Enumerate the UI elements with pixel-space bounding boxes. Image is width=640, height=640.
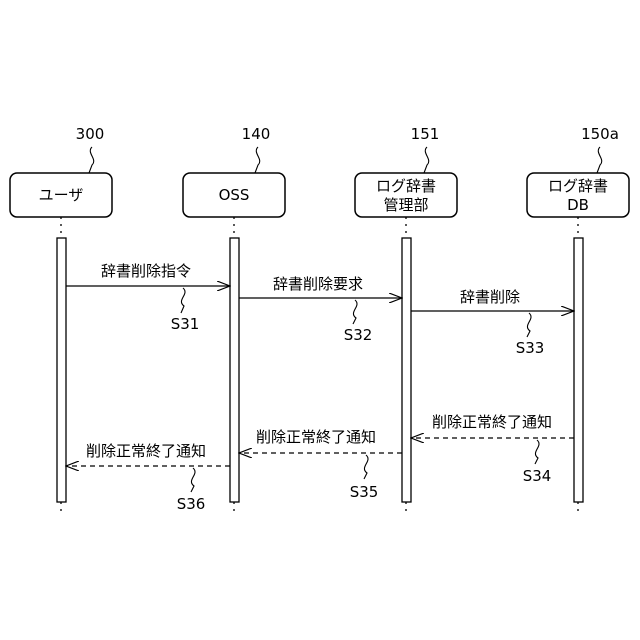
leader-line (255, 147, 260, 173)
step-label: S33 (516, 339, 545, 357)
activation-bar (574, 238, 583, 502)
message-label: 削除正常終了通知 (86, 442, 206, 460)
participant-ref: 140 (242, 125, 271, 143)
message-label: 削除正常終了通知 (432, 413, 552, 431)
message-label: 辞書削除指令 (101, 262, 191, 280)
message-label: 辞書削除要求 (273, 275, 363, 293)
leader-line (597, 147, 602, 173)
leader-line (424, 147, 429, 173)
message-label: 辞書削除 (460, 288, 520, 306)
participant-label-line2: DB (567, 196, 589, 214)
participant-label: OSS (219, 186, 250, 204)
activation-bar (230, 238, 239, 502)
activation-bar (402, 238, 411, 502)
step-leader (353, 300, 357, 324)
participant-label-line1: ログ辞書 (548, 177, 608, 195)
message-s32: 辞書削除要求 S32 (239, 275, 402, 344)
step-label: S34 (523, 467, 552, 485)
activation-bar (57, 238, 66, 502)
message-s36: 削除正常終了通知 S36 (66, 442, 230, 513)
step-leader (535, 440, 539, 464)
participant-ref: 151 (411, 125, 440, 143)
leader-line (89, 147, 94, 173)
step-label: S35 (350, 483, 379, 501)
participant-log-dictionary-db: 150a ログ辞書 DB (527, 125, 629, 516)
message-label: 削除正常終了通知 (256, 428, 376, 446)
participant-label: ユーザ (39, 186, 84, 204)
message-s34: 削除正常終了通知 S34 (411, 413, 574, 485)
participant-label-line1: ログ辞書 (376, 177, 436, 195)
step-leader (191, 468, 195, 492)
step-label: S32 (344, 326, 373, 344)
participant-ref: 150a (581, 125, 619, 143)
participant-label-line2: 管理部 (383, 196, 428, 214)
message-s33: 辞書削除 S33 (411, 288, 574, 357)
message-s35: 削除正常終了通知 S35 (239, 428, 402, 501)
step-leader (181, 288, 185, 313)
participant-log-dictionary-manager: 151 ログ辞書 管理部 (355, 125, 457, 516)
message-s31: 辞書削除指令 S31 (66, 262, 230, 333)
participant-ref: 300 (76, 125, 105, 143)
step-leader (527, 313, 531, 337)
step-leader (364, 455, 368, 479)
step-label: S31 (171, 315, 200, 333)
step-label: S36 (177, 495, 206, 513)
